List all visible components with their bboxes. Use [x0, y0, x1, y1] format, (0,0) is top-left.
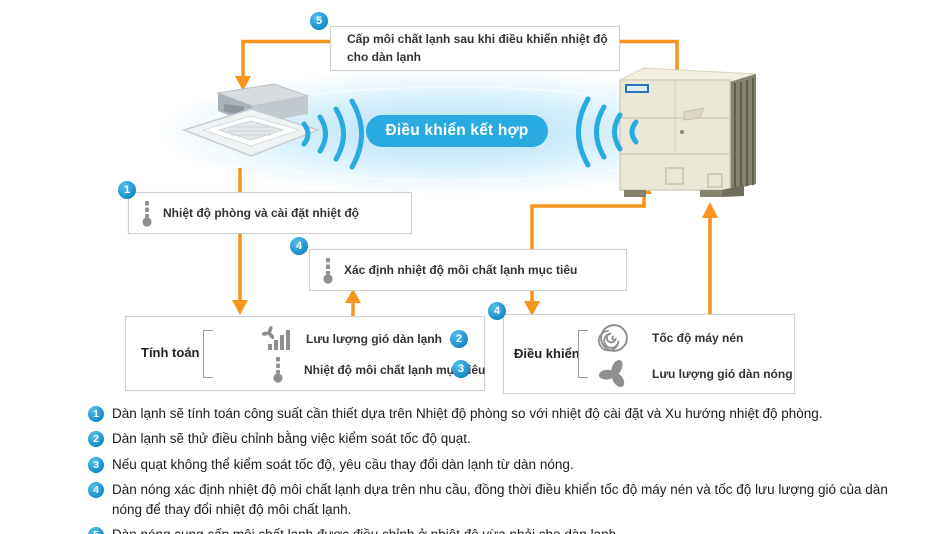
calc-group-box [125, 316, 485, 391]
badge-2-number: 2 [455, 333, 462, 345]
note-item-2: 2 Dàn lạnh sẽ thử điều chỉnh bằng việc k… [88, 429, 948, 449]
badge-4-control: 4 [488, 302, 506, 320]
badge-4-mid: 4 [290, 237, 308, 255]
callout-supply-text: Cấp môi chất lạnh sau khi điều khiển nhi… [347, 32, 608, 64]
combined-control-pill: Điều khiển kết hợp [366, 115, 548, 147]
indoor-fan-airflow-icon [262, 326, 290, 350]
combined-control-label: Điều khiển kết hợp [385, 122, 529, 139]
control-group-bracket [578, 330, 588, 378]
badge-3-number: 3 [457, 363, 465, 375]
badge-3: 3 [452, 360, 470, 378]
notes-list: 1 Dàn lạnh sẽ tính toán công suất cần th… [88, 404, 948, 534]
control-row-fan: Lưu lượng gió dàn nóng [598, 358, 793, 390]
note-badge-2-number: 2 [93, 433, 99, 446]
badge-5: 5 [310, 12, 328, 30]
badge-5-number: 5 [315, 15, 323, 27]
calc-group-bracket [203, 330, 213, 378]
note-text-4: Dàn nóng xác định nhiệt độ môi chất lạnh… [112, 481, 888, 517]
badge-2: 2 [449, 330, 468, 348]
arrowhead-up-outdoor-right [702, 202, 718, 218]
calc-row-airflow: Lưu lượng gió dàn lạnh 2 [262, 326, 468, 352]
arrow-supply-to-indoor [241, 39, 330, 77]
callout-room-text: Nhiệt độ phòng và cài đặt nhiệt độ [163, 206, 360, 220]
control-row-fan-text: Lưu lượng gió dàn nóng [652, 367, 793, 381]
condenser-fan-icon [598, 360, 625, 387]
calc-row-target-temp: Nhiệt độ môi chất lạnh mục tiêu [272, 356, 485, 383]
note-badge-4-number: 4 [93, 483, 99, 496]
thermometer-icon [323, 257, 333, 284]
note-text-1: Dàn lạnh sẽ tính toán công suất cần thiế… [112, 406, 823, 421]
arrowhead-up-target [345, 289, 361, 303]
calc-row-target-text: Nhiệt độ môi chất lạnh mục tiêu [304, 362, 486, 377]
note-badge-4: 4 [88, 481, 104, 498]
arrowhead-down-indoor [235, 76, 251, 91]
outdoor-unit-image [608, 56, 774, 209]
ceiling-cassette-icon [181, 83, 321, 157]
thermometer-icon [142, 200, 152, 227]
calc-row-airflow-text: Lưu lượng gió dàn lạnh [306, 332, 442, 346]
note-badge-3: 3 [88, 456, 104, 473]
compressor-scroll-icon [598, 324, 628, 352]
note-text-5: Dàn nóng cung cấp môi chất lạnh được điề… [112, 525, 620, 534]
callout-room-box: Nhiệt độ phòng và cài đặt nhiệt độ [128, 192, 412, 234]
arrow-outdoor-to-supply [608, 39, 679, 71]
note-item-4: 4 Dàn nóng xác định nhiệt độ môi chất lạ… [88, 480, 948, 521]
note-badge-2: 2 [88, 431, 104, 448]
note-item-5: 5 Dàn nóng cung cấp môi chất lạnh được đ… [88, 525, 948, 534]
thermometer-icon [273, 357, 283, 383]
note-item-1: 1 Dàn lạnh sẽ tính toán công suất cần th… [88, 404, 948, 424]
signal-waves-left-icon [296, 92, 368, 181]
control-row-compressor: Tốc độ máy nén [598, 322, 743, 354]
badge-4-mid-number: 4 [295, 240, 303, 252]
badge-1-number: 1 [123, 184, 131, 196]
signal-waves-right-icon [572, 90, 644, 179]
control-group-label: Điều khiển [514, 346, 580, 361]
note-badge-3-number: 3 [93, 458, 99, 471]
note-text-3: Nếu quạt không thể kiểm soát tốc độ, yêu… [112, 456, 574, 472]
callout-target-text: Xác định nhiệt độ môi chất lạnh mục tiêu [344, 263, 578, 277]
arrowhead-down-calc [232, 300, 248, 315]
badge-4-control-number: 4 [493, 305, 501, 317]
control-row-compressor-text: Tốc độ máy nén [652, 331, 744, 345]
arrowhead-down-control [524, 301, 540, 316]
calc-group-label: Tính toán [141, 345, 200, 360]
note-badge-5-number: 5 [93, 529, 99, 534]
note-badge-1: 1 [88, 406, 104, 422]
note-text-2: Dàn lạnh sẽ thử điều chỉnh bằng việc kiể… [112, 431, 471, 447]
note-badge-5: 5 [88, 527, 104, 534]
note-item-3: 3 Nếu quạt không thể kiểm soát tốc độ, y… [88, 455, 948, 475]
indoor-unit-image [176, 76, 326, 185]
control-group-box [503, 314, 795, 394]
callout-supply-box: Cấp môi chất lạnh sau khi điều khiển nhi… [330, 26, 620, 71]
badge-1: 1 [118, 181, 136, 199]
callout-target-box: Xác định nhiệt độ môi chất lạnh mục tiêu [309, 249, 627, 291]
note-badge-1-number: 1 [93, 408, 99, 420]
outdoor-unit-icon [619, 67, 757, 197]
